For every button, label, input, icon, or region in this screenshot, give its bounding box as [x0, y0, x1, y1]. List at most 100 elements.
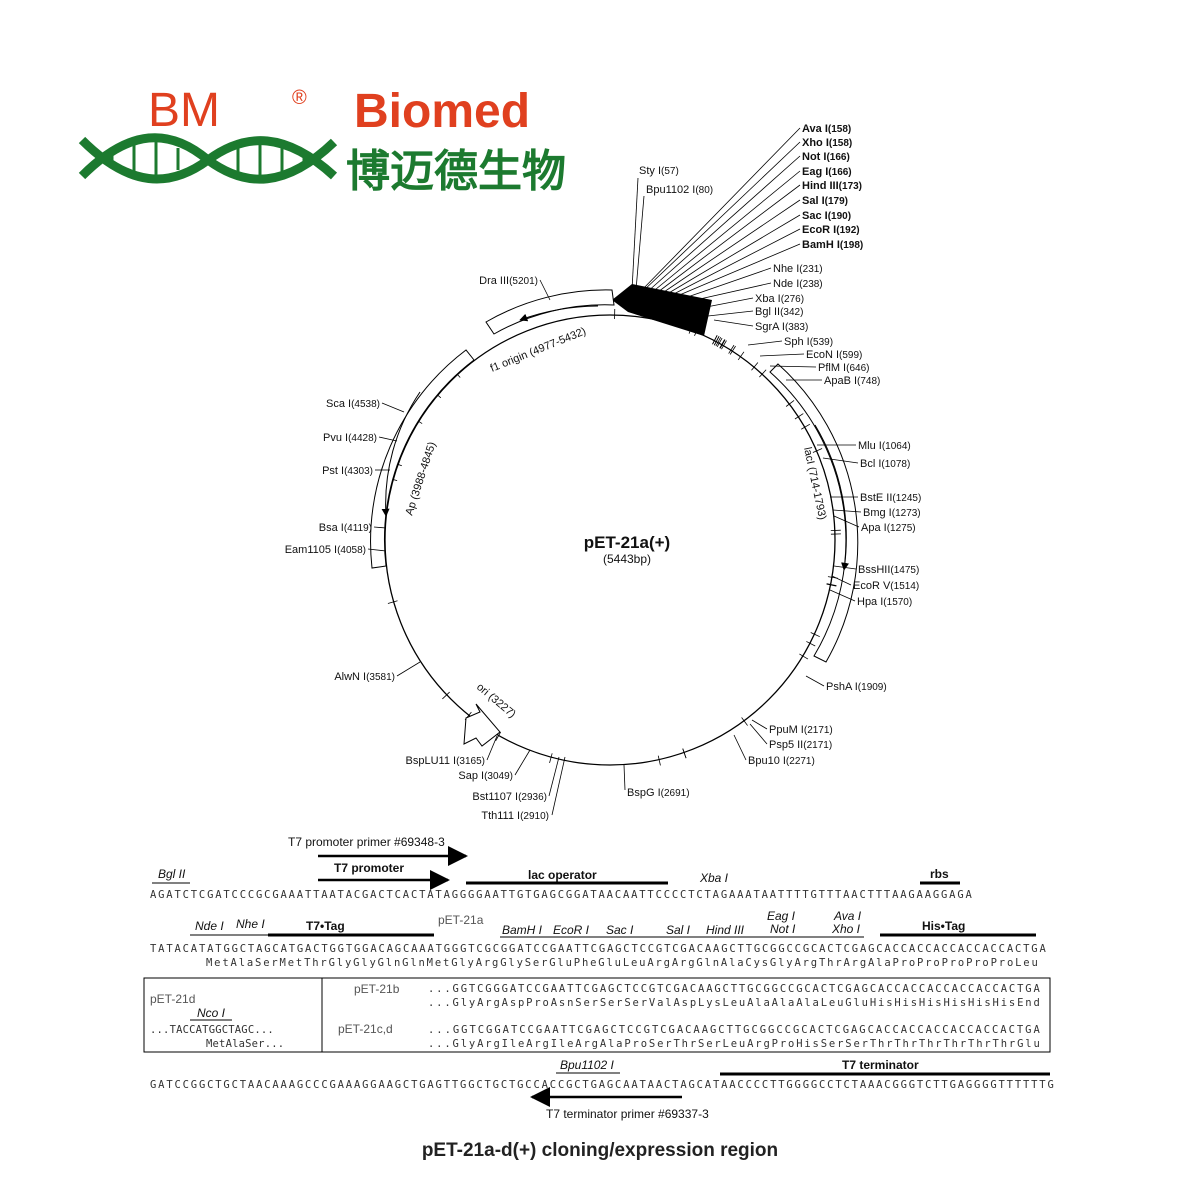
- t7tag-label: T7•Tag: [306, 919, 345, 933]
- t7-promoter-label: T7 promoter: [334, 861, 404, 875]
- mcs-block: [612, 284, 712, 336]
- site-tick: [387, 600, 398, 604]
- site-label: Nde I(238): [773, 278, 823, 290]
- site-label: Sty I(57): [639, 165, 679, 177]
- region-caption: pET-21a-d(+) cloning/expression region: [422, 1140, 778, 1161]
- site-label: BamH I(198): [802, 239, 863, 251]
- site-label: Nhe I(231): [773, 263, 823, 275]
- site-label: Sal I(179): [802, 195, 848, 207]
- site-tick: [751, 362, 759, 371]
- sac-label: Sac I: [606, 923, 634, 937]
- leader-lines: [367, 127, 862, 816]
- site-tick: [785, 400, 795, 407]
- site-label: Sac I(190): [802, 210, 851, 222]
- nhe-label: Nhe I: [236, 917, 265, 931]
- site-tick: [737, 351, 745, 361]
- pet21b-seq: ...GGTCGGGATCCGAATTCGAGCTCCGTCGACAAGCTTG…: [428, 983, 1040, 995]
- f1-origin-bar: [485, 289, 615, 335]
- site-label: EcoR I(192): [802, 224, 860, 236]
- pet21d-seq: ...TACCATGGCTAGC...: [150, 1024, 274, 1036]
- bgl-label: Bgl II: [158, 867, 186, 881]
- xho-label: Xho I: [831, 922, 861, 936]
- site-label: BstE II(1245): [860, 492, 921, 504]
- site-label: Bcl I(1078): [860, 458, 910, 470]
- site-label: Bst1107 I(2936): [472, 791, 547, 803]
- site-tick: [721, 340, 727, 350]
- site-tick: [729, 345, 736, 355]
- site-label: Mlu I(1064): [858, 440, 911, 452]
- logo-bm: BM: [148, 84, 220, 137]
- sequence-line-1: AGATCTCGATCCCGCGAAATTAATACGACTCACTATAGGG…: [150, 889, 972, 901]
- bpu-label: Bpu1102 I: [560, 1058, 614, 1072]
- site-tick: [442, 691, 450, 700]
- pet21d-aa: MetAlaSer...: [206, 1038, 284, 1050]
- site-label: BspLU11 I(3165): [406, 755, 485, 767]
- site-label: EcoR V(1514): [853, 580, 919, 592]
- site-tick: [741, 717, 748, 726]
- site-label: Dra III(5201): [479, 275, 538, 287]
- site-label: AlwN I(3581): [334, 671, 395, 683]
- nde-label: Nde I: [195, 919, 224, 933]
- pet21a-label: pET-21a: [438, 913, 484, 927]
- site-label: Tth111 I(2910): [481, 810, 549, 822]
- site-tick: [657, 755, 661, 766]
- plasmid-size: (5443bp): [603, 552, 651, 566]
- site-label: BssHII(1475): [858, 564, 919, 576]
- sequence-line-3: GATCCGGCTGCTAACAAAGCCCGAAAGGAAGCTGAGTTGG…: [150, 1079, 1054, 1091]
- site-tick: [495, 731, 501, 741]
- logo-registered-mark: ®: [292, 87, 307, 109]
- rbs-label: rbs: [930, 867, 949, 881]
- eag-label: Eag I: [767, 909, 796, 923]
- aa-line-2: MetAlaSerMetThrGlyGlyGlnGlnMetGlyArgGlyS…: [206, 957, 1038, 969]
- cloning-region: T7 promoter primer #69348-3 T7 promoter …: [143, 835, 1054, 1161]
- site-tick: [716, 337, 723, 347]
- site-tick: [712, 335, 718, 345]
- site-label: Not I(166): [802, 151, 850, 163]
- site-label: Sap I(3049): [458, 770, 513, 782]
- company-logo: BM ® Biomed 博迈德生物: [78, 84, 566, 196]
- site-tick: [719, 339, 725, 349]
- site-tick: [715, 337, 722, 347]
- feature-label-f1-origin: f1 origin (4977-5432): [489, 325, 588, 374]
- pet21cd-label: pET-21c,d: [338, 1022, 393, 1036]
- site-tick: [812, 448, 823, 453]
- t7-terminator-label: T7 terminator: [842, 1058, 919, 1072]
- feature-label-ap: Ap (3988-4845): [403, 441, 438, 517]
- site-label: Hpa I(1570): [857, 596, 912, 608]
- ori-arrow-shape: [463, 703, 501, 747]
- feature-label-lacI: lacI (714-1793): [801, 446, 828, 521]
- dna-helix-icon: [78, 133, 338, 184]
- site-label: EcoN I(599): [806, 349, 862, 361]
- hind-label: Hind III: [706, 923, 745, 937]
- ecor-label: EcoR I: [553, 923, 590, 937]
- site-tick: [801, 423, 811, 430]
- site-tick: [810, 632, 820, 638]
- site-tick: [713, 336, 720, 346]
- site-label: ApaB I(748): [824, 375, 880, 387]
- sequence-line-2: TATACATATGGCTAGCATGACTGGTGGACAGCAAATGGGT…: [150, 943, 1046, 955]
- site-label: Bpu10 I(2271): [748, 755, 815, 767]
- site-tick: [799, 653, 809, 660]
- site-label: Pst I(4303): [322, 465, 373, 477]
- site-tick: [794, 413, 804, 420]
- plasmid-backbone: [384, 314, 836, 766]
- site-tick: [549, 753, 553, 764]
- sal-label: Sal I: [666, 923, 691, 937]
- not-label: Not I: [770, 922, 796, 936]
- site-labels: Sty I(57) Bpu1102 I(80) Ava I(158) Xho I…: [285, 123, 922, 822]
- logo-chinese: 博迈德生物: [346, 147, 566, 196]
- plasmid-name: pET-21a(+): [584, 533, 670, 552]
- primer-t7-terminator: T7 terminator primer #69337-3: [546, 1107, 709, 1121]
- site-tick: [806, 641, 816, 647]
- site-label: BspG I(2691): [627, 787, 690, 799]
- pet21cd-aa: ...GlyArgIleArgIleArgAlaProSerThrSerLeuA…: [428, 1038, 1040, 1050]
- ap-arrow: [381, 391, 421, 517]
- site-label: Apa I(1275): [861, 522, 916, 534]
- site-label: SgrA I(383): [755, 321, 808, 333]
- site-tick: [826, 583, 837, 586]
- lac-operator-label: lac operator: [528, 868, 597, 882]
- site-label: Bpu1102 I(80): [646, 184, 713, 196]
- ava-label: Ava I: [833, 909, 862, 923]
- site-tick: [719, 339, 726, 349]
